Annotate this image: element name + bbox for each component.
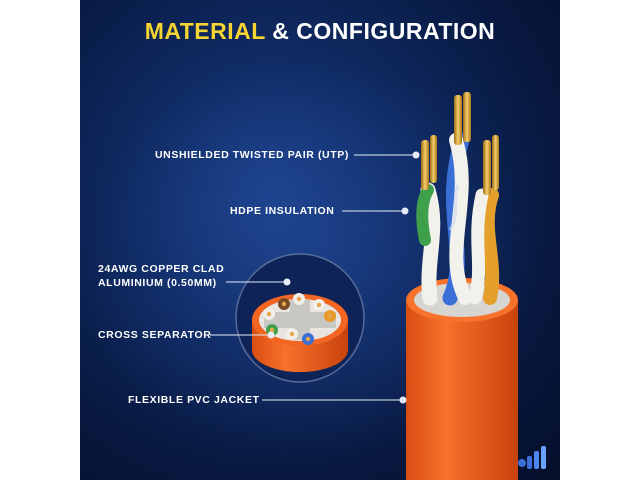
label-jacket: FLEXIBLE PVC JACKET xyxy=(128,394,260,406)
brand-bars-icon xyxy=(518,446,546,469)
label-copper-line1: 24AWG COPPER CLAD xyxy=(98,263,225,275)
pointer-dot-separator xyxy=(267,331,275,339)
title-rest: & CONFIGURATION xyxy=(272,18,496,44)
cable-illustration xyxy=(80,60,546,480)
cross-section-view xyxy=(235,253,365,383)
leader-lines xyxy=(210,151,420,404)
label-copper-line2: ALUMINIUM (0.50MM) xyxy=(98,277,217,289)
title-highlight: MATERIAL xyxy=(144,18,266,44)
pointer-dot-copper xyxy=(283,278,291,286)
pair-green xyxy=(263,308,278,336)
infographic-canvas: MATERIAL & CONFIGURATION xyxy=(80,0,560,480)
pair-orange xyxy=(313,299,336,322)
pair-brown xyxy=(278,293,305,310)
pointer-dot-jacket xyxy=(399,396,407,404)
pair-blue xyxy=(286,328,314,345)
page-title: MATERIAL & CONFIGURATION xyxy=(80,18,560,45)
cable-side-view xyxy=(406,92,518,480)
label-utp: UNSHIELDED TWISTED PAIR (UTP) xyxy=(155,149,349,161)
pointer-dot-utp xyxy=(412,151,420,159)
pointer-dot-hdpe xyxy=(401,207,409,215)
label-hdpe: HDPE INSULATION xyxy=(230,205,335,217)
label-separator: CROSS SEPARATOR xyxy=(98,329,212,341)
